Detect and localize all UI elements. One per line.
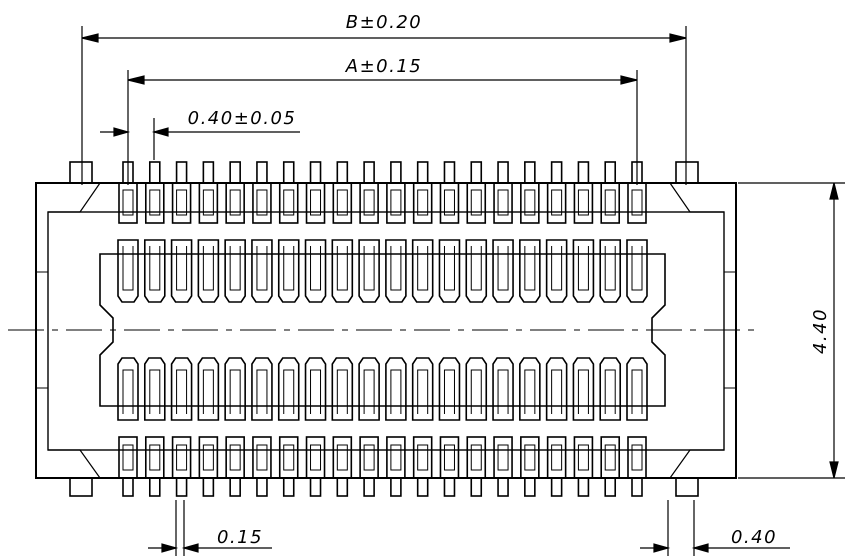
contact-pair	[224, 161, 246, 497]
contact-pair	[626, 161, 648, 497]
contact-pair	[465, 161, 488, 497]
dim-overall-width: B±0.20	[346, 12, 423, 33]
contact-pair	[358, 161, 380, 497]
contact-pair	[277, 161, 300, 497]
contact-pair	[438, 161, 461, 497]
dim-pitch: 0.40±0.05	[188, 108, 297, 129]
housing	[35, 182, 737, 479]
contacts	[117, 161, 648, 497]
contact-pair	[492, 161, 514, 497]
dim-pitch-span: A±0.15	[345, 56, 422, 77]
contact-pair	[545, 161, 568, 497]
dim-tab-width: 0.40	[731, 527, 777, 548]
contact-pair	[331, 161, 354, 497]
dimension-lines	[81, 26, 845, 556]
contact-pair	[519, 161, 541, 497]
dim-contact-width: 0.15	[217, 527, 263, 548]
contact-pair	[304, 161, 327, 497]
contact-pair	[143, 161, 166, 497]
contact-pair	[572, 161, 595, 497]
dim-body-height: 4.40	[810, 308, 831, 354]
contact-pair	[251, 161, 273, 497]
contact-pair	[197, 161, 220, 497]
contact-pair	[411, 161, 434, 497]
contact-pair	[385, 161, 407, 497]
contact-pair	[170, 161, 193, 497]
end-tabs	[69, 161, 699, 497]
contact-pair	[117, 161, 139, 497]
contact-pair	[599, 161, 622, 497]
